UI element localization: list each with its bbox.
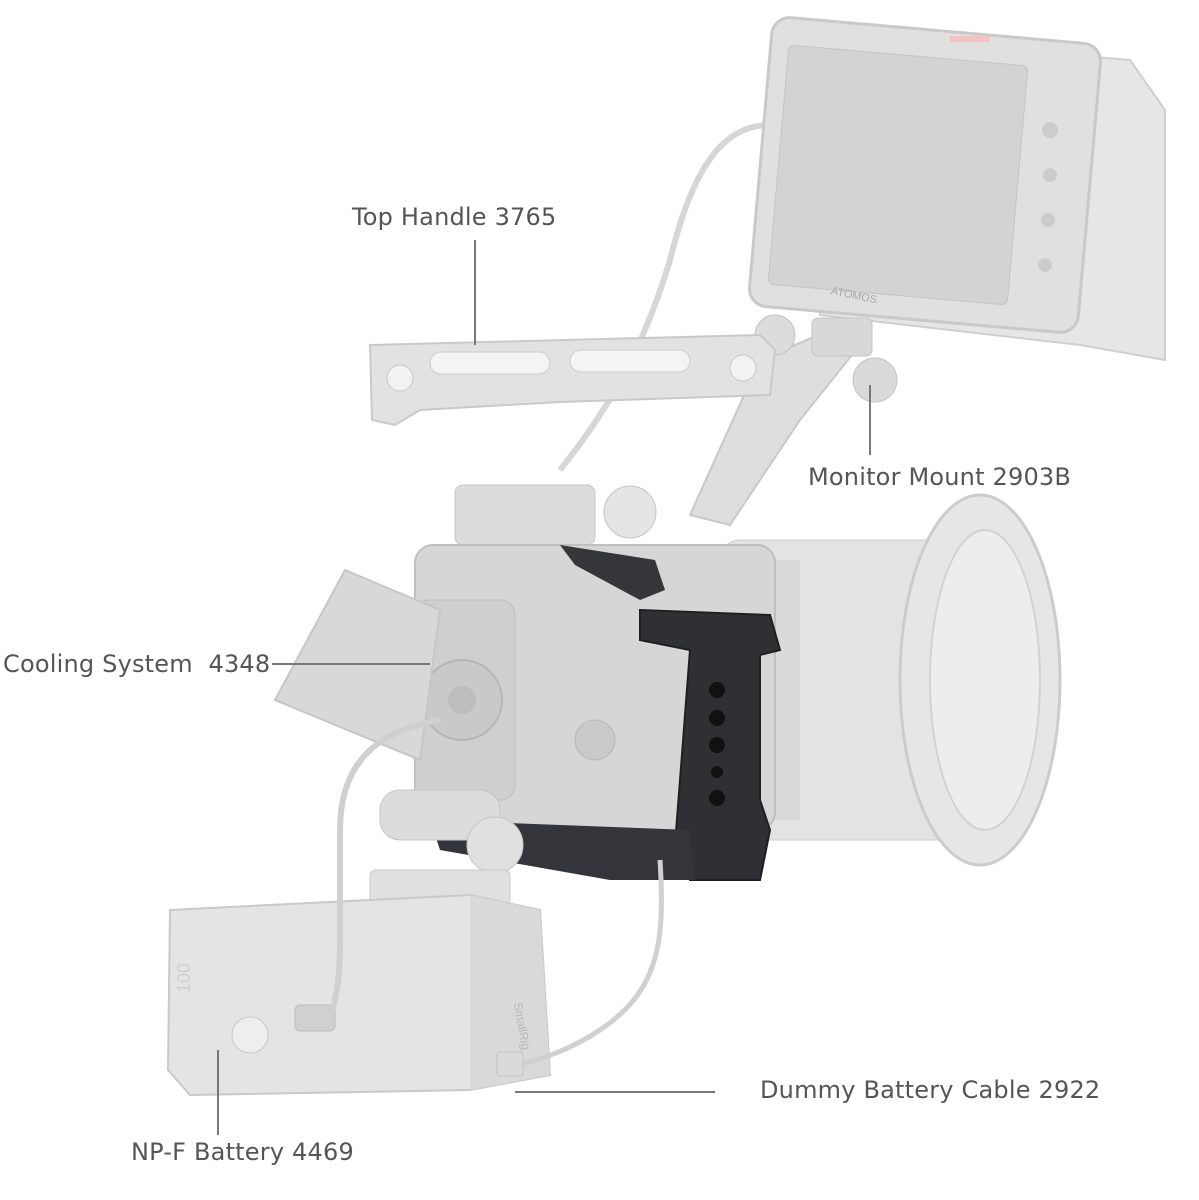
dummy-battery-cable-label: Dummy Battery Cable 2922	[760, 1076, 1101, 1104]
monitor-cable	[557, 122, 791, 472]
npf-battery: 100 SmallRig	[166, 893, 552, 1097]
dummy-battery-cable	[514, 859, 664, 1068]
top-handle-label: Top Handle 3765	[352, 203, 557, 231]
top-handle	[368, 333, 777, 427]
camera-lens	[719, 493, 1062, 867]
monitor-mount-arm	[688, 314, 898, 527]
monitor-mount-label: Monitor Mount 2903B	[808, 463, 1072, 491]
cooling-system-label: Cooling System 4348	[3, 650, 271, 678]
battery-display-text: 100	[174, 963, 194, 993]
dummy-battery-plug	[496, 1051, 524, 1077]
monitor: ATOMOS	[747, 16, 1166, 362]
npf-battery-label: NP-F Battery 4469	[131, 1138, 354, 1166]
cooling-power-cable	[319, 717, 441, 1028]
